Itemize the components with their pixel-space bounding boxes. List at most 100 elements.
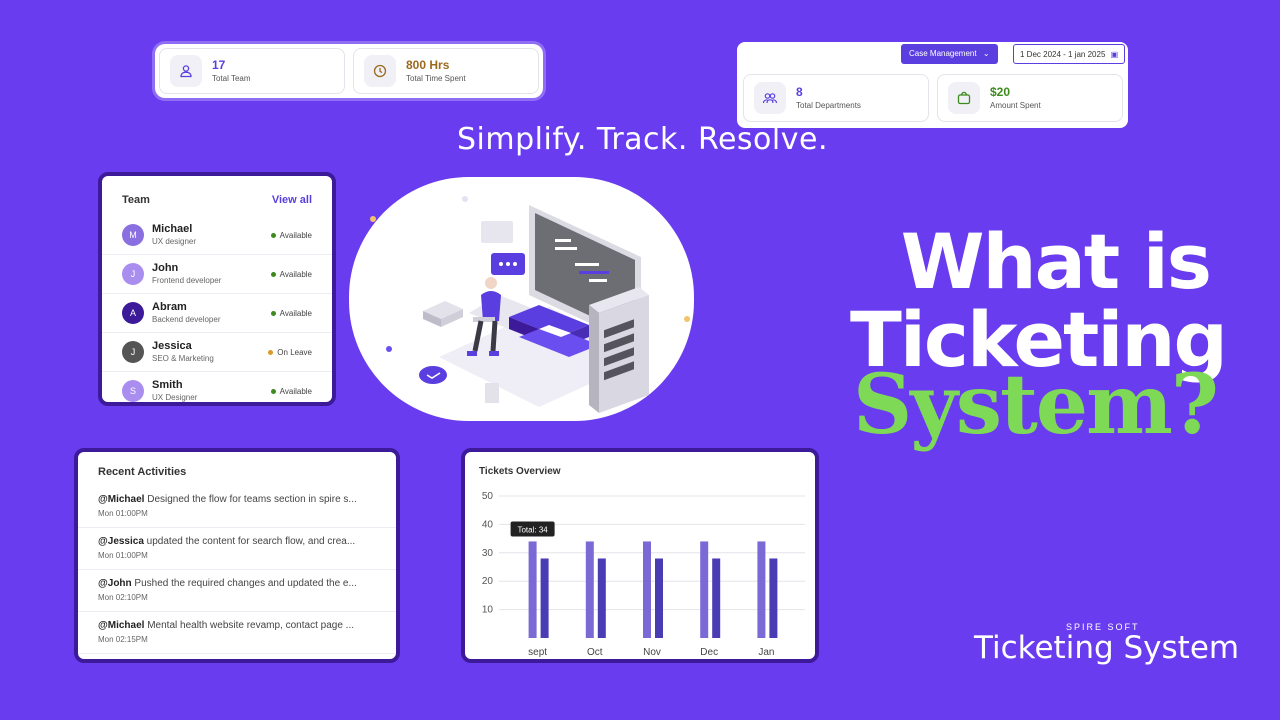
activity-description: Mental health website revamp, contact pa… (144, 620, 354, 631)
stat-value: $20 (990, 85, 1011, 99)
status-text: On Leave (277, 347, 312, 357)
stat-card-amount-spent[interactable]: $20 Amount Spent (937, 74, 1123, 122)
avatar: J (122, 263, 144, 285)
tooltip-text: Total: 34 (517, 525, 548, 534)
bar (712, 558, 721, 638)
status-dot (270, 310, 276, 316)
status-dot (268, 349, 274, 355)
activity-user: @John (98, 578, 132, 589)
status-text: Available (279, 386, 312, 396)
x-tick-label: Jan (758, 647, 774, 658)
headline-line-2: Ticketing (850, 295, 1228, 384)
member-role: UX Designer (152, 392, 198, 402)
bar (528, 541, 537, 638)
status-badge: Available (270, 269, 312, 279)
brand-company: SPIRE SOFT (1066, 622, 1140, 632)
member-name: John (152, 261, 179, 274)
activity-item[interactable]: @Michael Mental health website revamp, c… (78, 612, 396, 654)
member-role: Frontend developer (152, 275, 222, 285)
status-badge: Available (270, 230, 312, 240)
date-range-picker[interactable]: 1 Dec 2024 - 1 jan 2025 ▣ (1013, 44, 1126, 64)
stat-label: Total Time Spent (406, 74, 466, 83)
bar (540, 558, 549, 638)
activity-list: @Michael Designed the flow for teams sec… (78, 486, 396, 654)
activity-item[interactable]: @John Pushed the required changes and up… (78, 570, 396, 612)
server-icon (589, 287, 649, 413)
avatar: J (122, 341, 144, 363)
member-name: Michael (152, 222, 193, 235)
activity-text: @John Pushed the required changes and up… (98, 578, 376, 589)
team-title: Team (122, 194, 150, 206)
wallet-icon (948, 82, 980, 114)
x-tick-label: sept (528, 647, 547, 658)
status-text: Available (279, 230, 312, 240)
activity-item[interactable]: @Michael Designed the flow for teams sec… (78, 486, 396, 528)
users-icon (754, 82, 786, 114)
member-name: Abram (152, 300, 187, 313)
member-role: UX designer (152, 236, 197, 246)
status-badge: On Leave (268, 348, 312, 357)
chevron-down-icon: ⌄ (982, 49, 990, 58)
headline-line-3: System? (853, 357, 1219, 453)
stat-card-departments[interactable]: 8 Total Departments (743, 74, 929, 122)
avatar: A (122, 302, 144, 324)
stat-value: 17 (212, 58, 226, 72)
stat-card-total-team[interactable]: 17 Total Team (159, 48, 345, 94)
view-all-link[interactable]: View all (271, 194, 312, 206)
status-dot (270, 271, 276, 277)
stat-card-total-time[interactable]: 800 Hrs Total Time Spent (353, 48, 539, 94)
status-dot (270, 388, 276, 394)
y-tick-label: 10 (482, 605, 494, 616)
case-management-label: Case Management (909, 49, 977, 58)
recent-activities-title: Recent Activities (98, 466, 187, 478)
activity-time: Mon 02:15PM (98, 635, 148, 644)
activity-time: Mon 01:00PM (98, 509, 148, 518)
activity-description: Pushed the required changes and updated … (131, 578, 357, 589)
tagline: Simplify. Track. Resolve. (457, 122, 828, 157)
bar (700, 541, 709, 638)
activity-user: @Jessica (98, 536, 144, 547)
x-tick-label: Nov (643, 647, 661, 658)
y-tick-label: 20 (482, 576, 494, 587)
member-name: Jessica (152, 339, 192, 352)
status-text: Available (279, 269, 312, 279)
member-role: SEO & Marketing (152, 353, 214, 363)
activity-time: Mon 01:00PM (98, 551, 148, 560)
chart-title: Tickets Overview (479, 466, 561, 477)
member-role: Backend developer (152, 314, 221, 324)
stat-label: Total Team (212, 74, 251, 83)
activity-item[interactable]: @Jessica updated the content for search … (78, 528, 396, 570)
bar (655, 558, 663, 638)
calendar-icon: ▣ (1110, 50, 1119, 59)
case-management-dropdown[interactable]: Case Management ⌄ (901, 44, 998, 64)
activity-description: Designed the flow for teams section in s… (144, 494, 357, 505)
bar (757, 541, 766, 638)
recent-activities-card: Recent Activities @Michael Designed the … (74, 448, 400, 663)
avatar: S (122, 380, 144, 402)
y-tick-label: 40 (482, 519, 494, 530)
brand-product: Ticketing System (974, 630, 1240, 666)
user-icon (170, 55, 202, 87)
hero-illustration (349, 177, 694, 421)
activity-description: updated the content for search flow, and… (143, 536, 356, 547)
activity-time: Mon 02:10PM (98, 593, 148, 602)
headline-line-1: What is (900, 217, 1212, 306)
person-illustration (467, 277, 501, 356)
bar (643, 541, 651, 638)
tooltip-box (510, 521, 555, 537)
x-tick-label: Dec (700, 647, 718, 658)
activity-user: @Michael (98, 620, 145, 631)
activity-text: @Jessica updated the content for search … (98, 536, 376, 547)
clock-icon (364, 55, 396, 87)
stat-label: Amount Spent (990, 101, 1041, 110)
avatar: M (122, 224, 144, 246)
